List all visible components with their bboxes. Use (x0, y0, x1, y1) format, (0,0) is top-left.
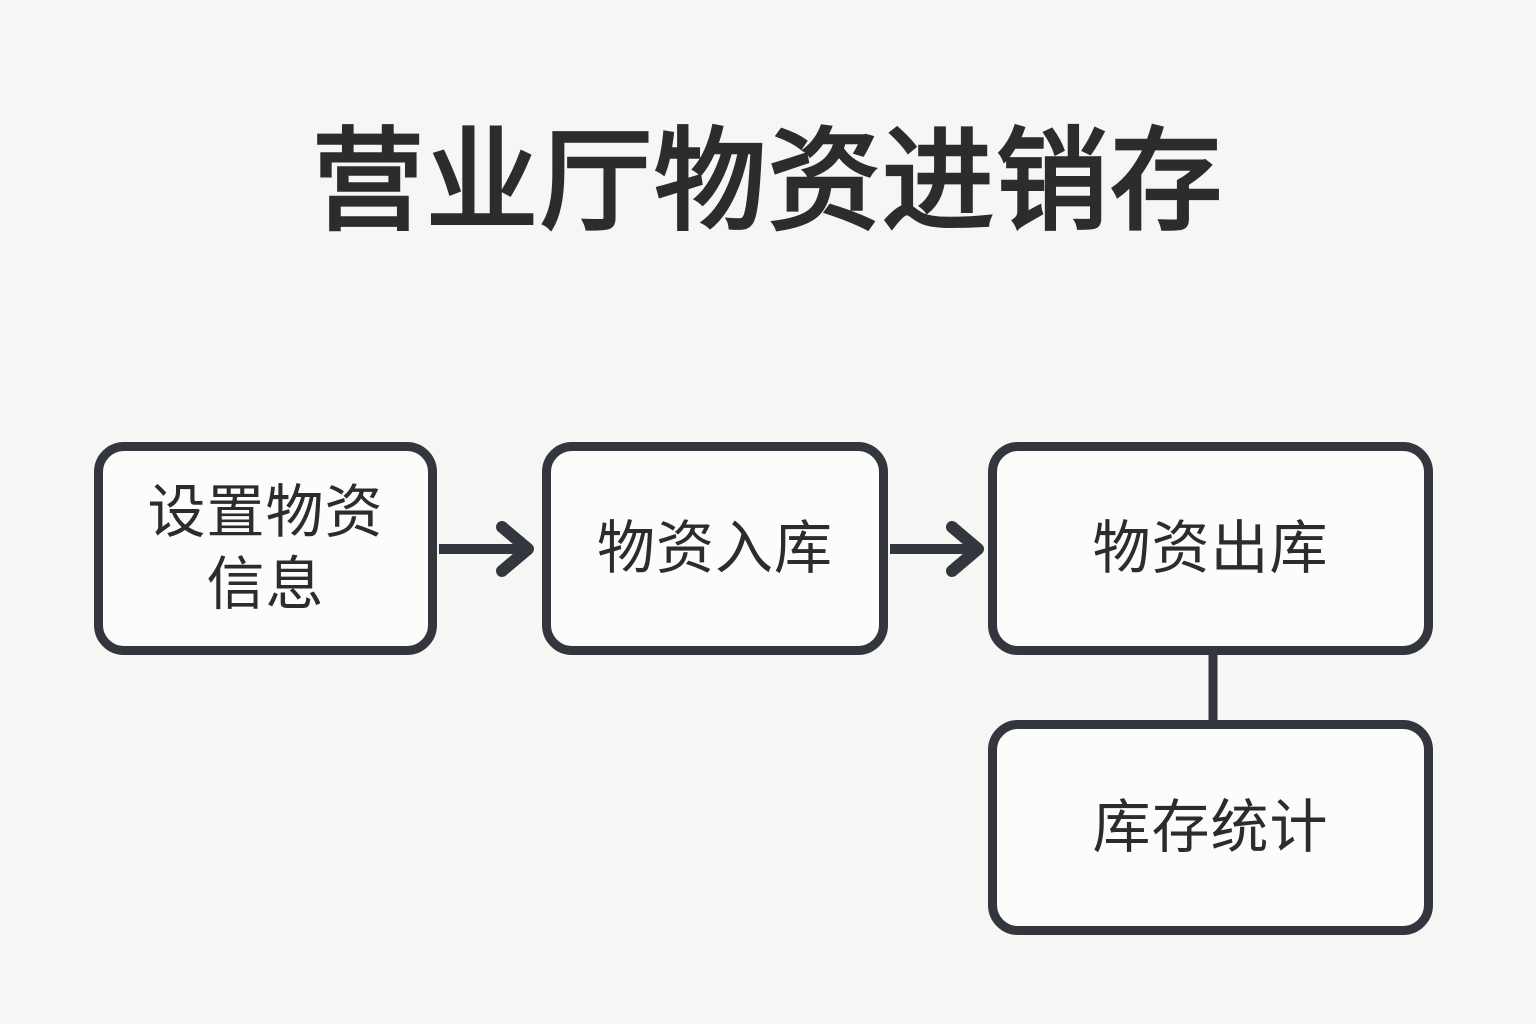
node-stats-label-line-1: 库存统计 (1092, 794, 1329, 860)
node-setup-label-line-1: 设置物资 (147, 479, 384, 545)
node-setup-material-info: 设置物资 信息 (94, 442, 437, 655)
node-material-outbound: 物资出库 (988, 442, 1433, 655)
node-inventory-statistics-label: 库存统计 (1092, 792, 1328, 864)
node-setup-material-info-label: 设置物资 信息 (147, 477, 383, 621)
diagram-title: 营业厅物资进销存 (312, 119, 1224, 244)
node-material-outbound-label: 物资出库 (1092, 513, 1328, 585)
arrow-inbound-to-outbound (890, 521, 984, 577)
node-material-inbound: 物资入库 (542, 442, 888, 655)
arrow-setup-to-inbound (439, 521, 534, 577)
node-outbound-label-line-1: 物资出库 (1092, 515, 1329, 581)
node-inbound-label-line-1: 物资入库 (596, 515, 833, 581)
node-setup-label-line-2: 信息 (206, 551, 325, 617)
node-material-inbound-label: 物资入库 (597, 513, 833, 585)
node-inventory-statistics: 库存统计 (988, 720, 1433, 935)
